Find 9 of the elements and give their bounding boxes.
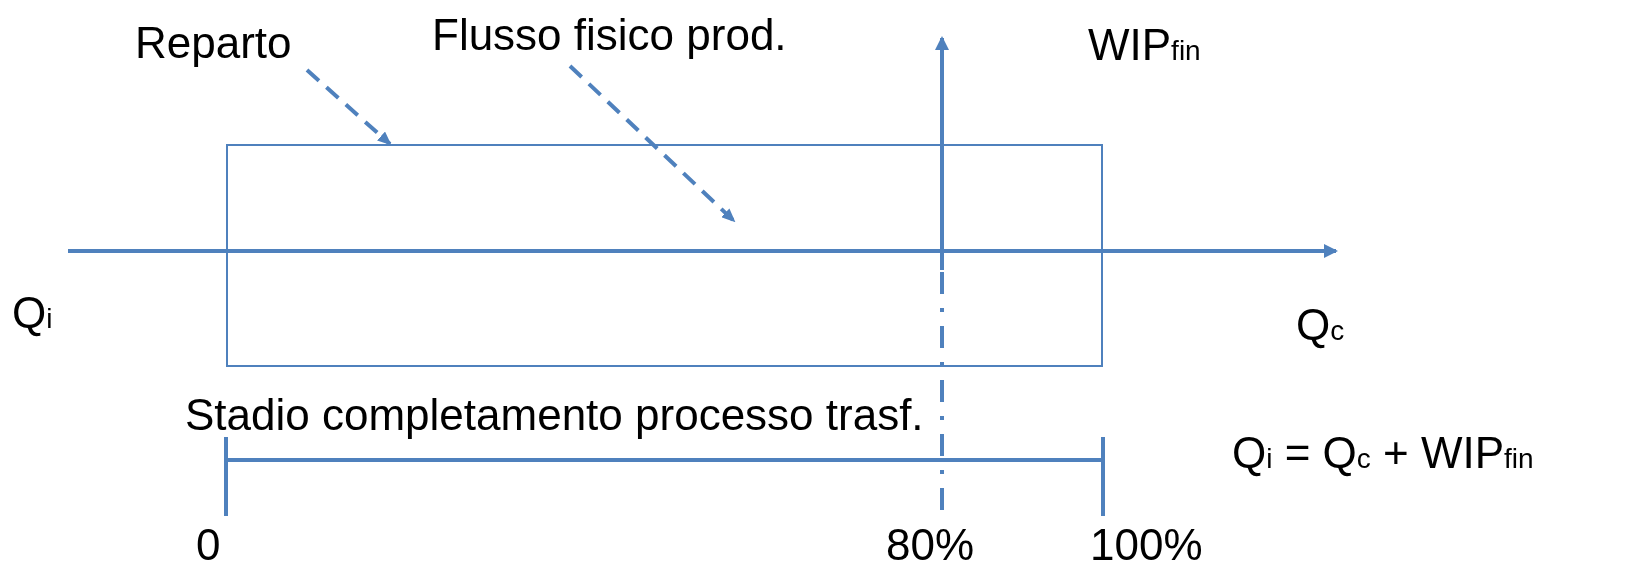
text-label: Flusso fisico prod. (432, 10, 787, 60)
text-label: Reparto (135, 18, 292, 68)
rectangle (226, 144, 1103, 367)
leader-line (568, 64, 736, 223)
leader-line (305, 68, 392, 146)
tick-label: 80% (886, 520, 975, 570)
scale-title: Stadio completamento processo trasf. (185, 390, 924, 440)
tick-label: 100% (1090, 520, 1203, 570)
tick-label: 0 (196, 520, 221, 570)
